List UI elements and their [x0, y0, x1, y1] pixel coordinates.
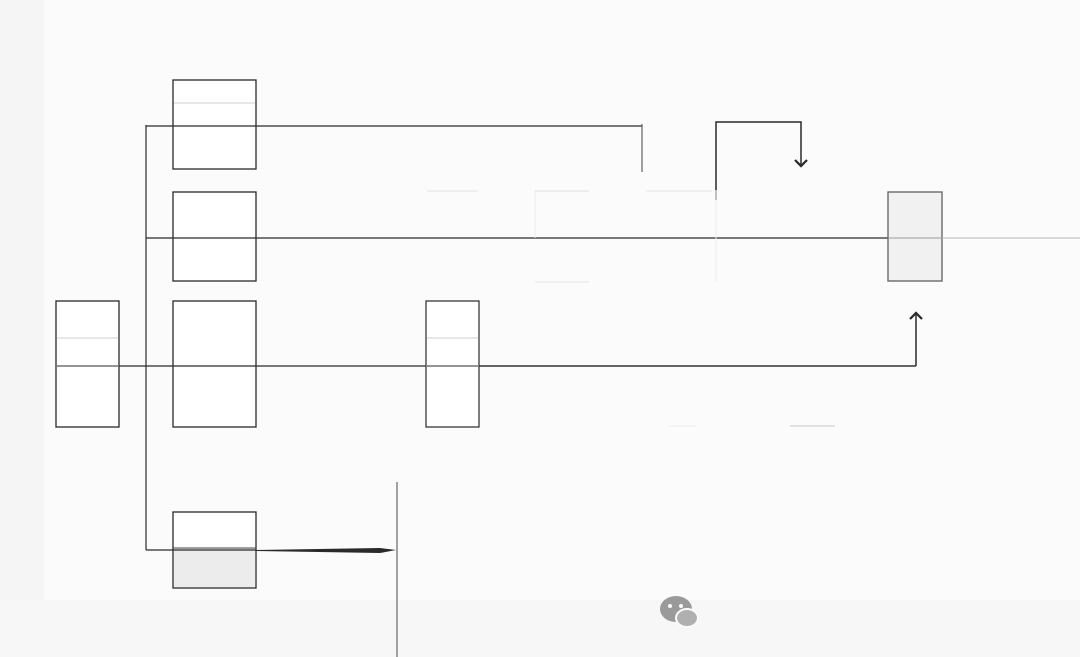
- node-mid-3: [425, 300, 480, 428]
- node-branch-1: [172, 79, 257, 170]
- shade-left: [0, 0, 44, 657]
- shade-bottom: [0, 600, 1080, 657]
- faint-box-a: [427, 190, 712, 283]
- node-branch-3: [172, 300, 257, 428]
- arrow-loop-top: [715, 121, 808, 200]
- node-output-2: [887, 191, 943, 282]
- edge-branch-4-brush: [256, 548, 396, 553]
- node-root: [55, 300, 120, 428]
- node-branch-2: [172, 191, 257, 282]
- wechat-icon: [660, 596, 699, 628]
